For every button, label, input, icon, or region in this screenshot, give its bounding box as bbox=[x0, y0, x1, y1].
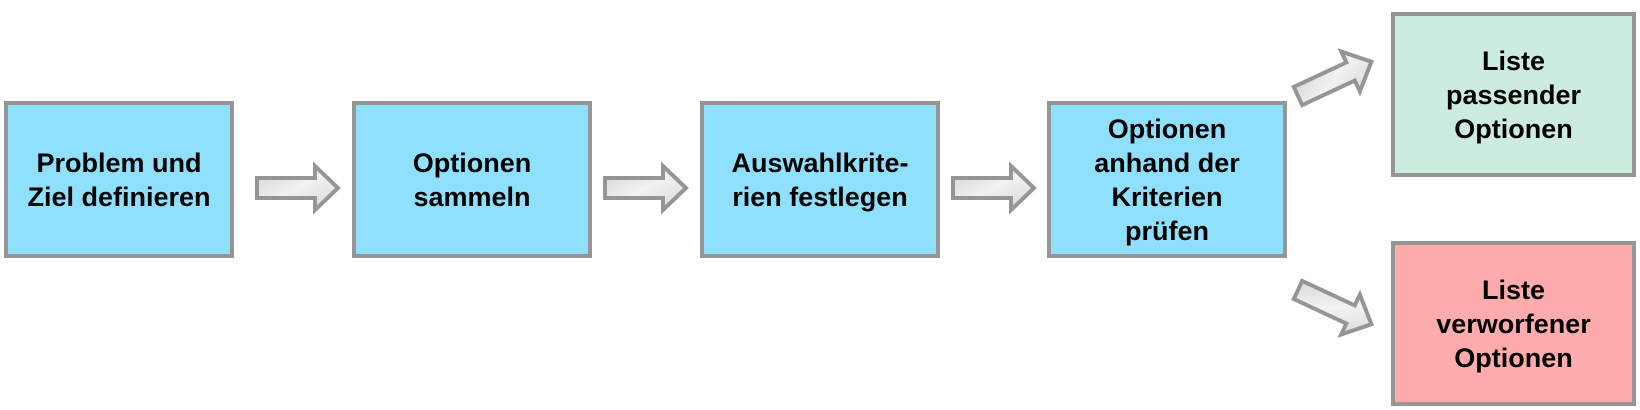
step-define-problem: Problem und Ziel definieren bbox=[4, 101, 234, 258]
step-collect-options: Optionen sammeln bbox=[352, 101, 592, 258]
outcome-accepted-list: Liste passender Optionen bbox=[1391, 12, 1636, 177]
step-check-options: Optionen anhand der Kriterien prüfen bbox=[1047, 101, 1287, 258]
arrow-right-icon bbox=[951, 161, 1037, 215]
step-label: Problem und Ziel definieren bbox=[27, 147, 211, 212]
arrow-up-right-icon bbox=[1291, 48, 1375, 108]
step-label: Auswahlkrite- rien festlegen bbox=[731, 147, 909, 212]
step-label: Optionen anhand der Kriterien prüfen bbox=[1094, 113, 1240, 246]
arrow-right-icon bbox=[603, 161, 689, 215]
arrow-right-icon bbox=[255, 161, 341, 215]
arrow-down-right-icon bbox=[1291, 278, 1375, 338]
step-label: Optionen sammeln bbox=[412, 147, 532, 212]
step-define-criteria: Auswahlkrite- rien festlegen bbox=[700, 101, 940, 258]
outcome-label: Liste verworfener Optionen bbox=[1436, 274, 1591, 373]
outcome-label: Liste passender Optionen bbox=[1445, 45, 1582, 144]
outcome-rejected-list: Liste verworfener Optionen bbox=[1391, 241, 1636, 406]
